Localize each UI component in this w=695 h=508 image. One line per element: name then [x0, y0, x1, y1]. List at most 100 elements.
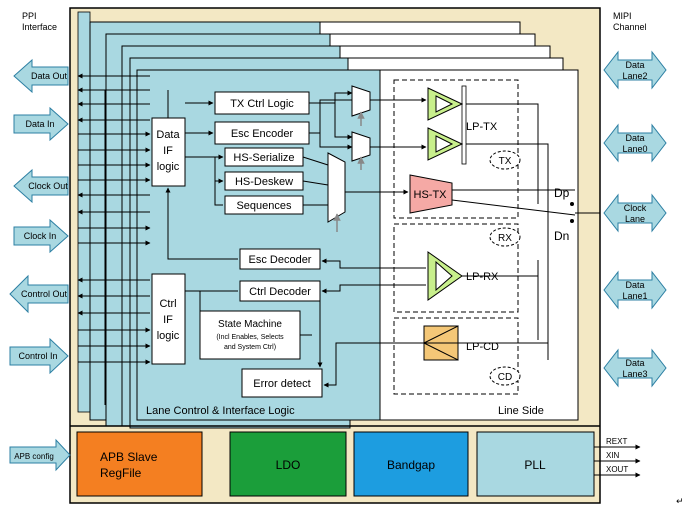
port-data-lane1: Data Lane1 [603, 270, 667, 310]
svg-text:LDO: LDO [276, 458, 301, 472]
svg-text:Esc Decoder: Esc Decoder [249, 254, 312, 266]
svg-text:(Incl Enables, Selects: (Incl Enables, Selects [216, 334, 284, 341]
lp-cd-block: LP-CD [423, 325, 499, 361]
hs-deskew-block: HS-Deskew [224, 171, 304, 191]
port-data-lane0-l2: Lane0 [622, 144, 647, 154]
rx-oval: RX [489, 227, 521, 247]
svg-text:Ctrl Decoder: Ctrl Decoder [249, 286, 311, 298]
lp-tx-group [393, 79, 519, 219]
port-data-lane3-l2: Lane3 [622, 369, 647, 379]
xin-label: XIN [606, 451, 620, 460]
port-clock-lane-l1: Clock [624, 203, 647, 213]
port-data-out-label: Data Out [31, 71, 68, 81]
mux-tx-upper [351, 85, 371, 117]
error-detect-block: Error detect [241, 368, 323, 398]
lp-rx-block: LP-RX [427, 251, 499, 301]
ppi-heading-1: PPI [22, 11, 37, 21]
svg-text:Bandgap: Bandgap [387, 458, 435, 472]
tx-ctrl-logic-block: TX Ctrl Logic [214, 91, 310, 115]
svg-text:State Machine: State Machine [218, 319, 282, 330]
footer-mark: ↵ [676, 496, 684, 506]
svg-text:RegFile: RegFile [100, 466, 142, 480]
hs-tx-block: HS-TX [409, 174, 453, 214]
port-clock-lane: Clock Lane [603, 193, 667, 233]
port-clock-in-label: Clock In [24, 231, 57, 241]
ppi-heading-2: Interface [22, 22, 57, 32]
svg-text:HS-TX: HS-TX [414, 189, 448, 201]
mux-hs [327, 152, 346, 223]
dn-pin [570, 219, 574, 223]
port-data-lane3-l1: Data [625, 358, 644, 368]
port-clock-lane-l2: Lane [625, 214, 645, 224]
line-side-label: Line Side [498, 405, 544, 417]
lp-cd-label: LP-CD [466, 341, 499, 353]
port-clock-out-label: Clock Out [28, 181, 68, 191]
port-control-in: Control In [9, 337, 69, 375]
port-control-in-label: Control In [18, 351, 57, 361]
esc-encoder-block: Esc Encoder [214, 121, 310, 145]
mipi-heading-1: MIPI [613, 11, 632, 21]
port-data-lane0-l1: Data [625, 133, 644, 143]
state-machine-block: State Machine (Incl Enables, Selects and… [199, 310, 301, 360]
svg-text:Esc Encoder: Esc Encoder [231, 128, 294, 140]
svg-text:logic: logic [157, 161, 180, 173]
lp-cd-group [393, 317, 519, 395]
data-if-logic-block: Data IF logic [151, 117, 186, 187]
cd-oval: CD [489, 366, 521, 386]
svg-text:APB Slave: APB Slave [100, 450, 158, 464]
line-side-wires [321, 97, 600, 388]
svg-text:IF: IF [163, 145, 173, 157]
lane-control-wires [165, 90, 353, 368]
lp-rx-label: LP-RX [466, 271, 499, 283]
port-control-out: Control Out [9, 274, 69, 314]
svg-text:TX: TX [499, 156, 512, 167]
port-data-lane2-l2: Lane2 [622, 71, 647, 81]
port-clock-out: Clock Out [13, 168, 69, 204]
svg-text:HS-Deskew: HS-Deskew [235, 176, 293, 188]
mux-tx-lower [351, 131, 371, 162]
esc-decoder-block: Esc Decoder [239, 248, 321, 270]
dp-pin [570, 202, 574, 206]
bandgap-block: Bandgap [353, 431, 469, 497]
tx-oval: TX [489, 150, 521, 170]
port-data-lane1-l2: Lane1 [622, 291, 647, 301]
svg-text:Sequences: Sequences [236, 200, 292, 212]
pll-io-wires [594, 444, 641, 478]
ctrl-if-logic-block: Ctrl IF logic [151, 273, 186, 365]
line-side-area [379, 69, 579, 421]
rext-label: REXT [606, 437, 627, 446]
mipi-heading-2: Channel [613, 22, 647, 32]
apb-config-arrow: APB config [9, 438, 71, 472]
port-data-lane2-l1: Data [625, 60, 644, 70]
svg-text:RX: RX [498, 233, 512, 244]
svg-text:CD: CD [498, 372, 512, 383]
port-data-lane2: Data Lane2 [603, 50, 667, 90]
svg-text:PLL: PLL [524, 458, 546, 472]
svg-text:logic: logic [157, 330, 180, 342]
svg-text:Ctrl: Ctrl [159, 298, 176, 310]
svg-text:Data: Data [156, 129, 180, 141]
port-data-lane1-l1: Data [625, 280, 644, 290]
sequences-block: Sequences [224, 195, 304, 215]
left-bus-lines [89, 76, 123, 405]
dp-label: Dp [554, 186, 570, 200]
xout-label: XOUT [606, 465, 628, 474]
left-port-wires [77, 73, 151, 365]
dn-label: Dn [554, 229, 569, 243]
apb-slave-regfile-block: APB Slave RegFile [76, 431, 203, 497]
lp-tx-label: LP-TX [466, 121, 498, 133]
pll-block: PLL [476, 431, 595, 497]
port-data-lane3: Data Lane3 [603, 348, 667, 388]
svg-text:and System Ctrl): and System Ctrl) [224, 344, 276, 351]
svg-text:TX Ctrl Logic: TX Ctrl Logic [230, 98, 294, 110]
port-data-out: Data Out [13, 58, 69, 94]
port-data-lane0: Data Lane0 [603, 123, 667, 163]
ctrl-decoder-block: Ctrl Decoder [239, 280, 321, 302]
port-clock-in: Clock In [13, 218, 69, 254]
gray-select-arrows [333, 111, 365, 232]
lp-tx-driver: LP-TX [427, 85, 498, 165]
lane-control-label: Lane Control & Interface Logic [146, 405, 295, 417]
port-data-in: Data In [13, 106, 69, 142]
svg-text:APB config: APB config [14, 452, 54, 461]
